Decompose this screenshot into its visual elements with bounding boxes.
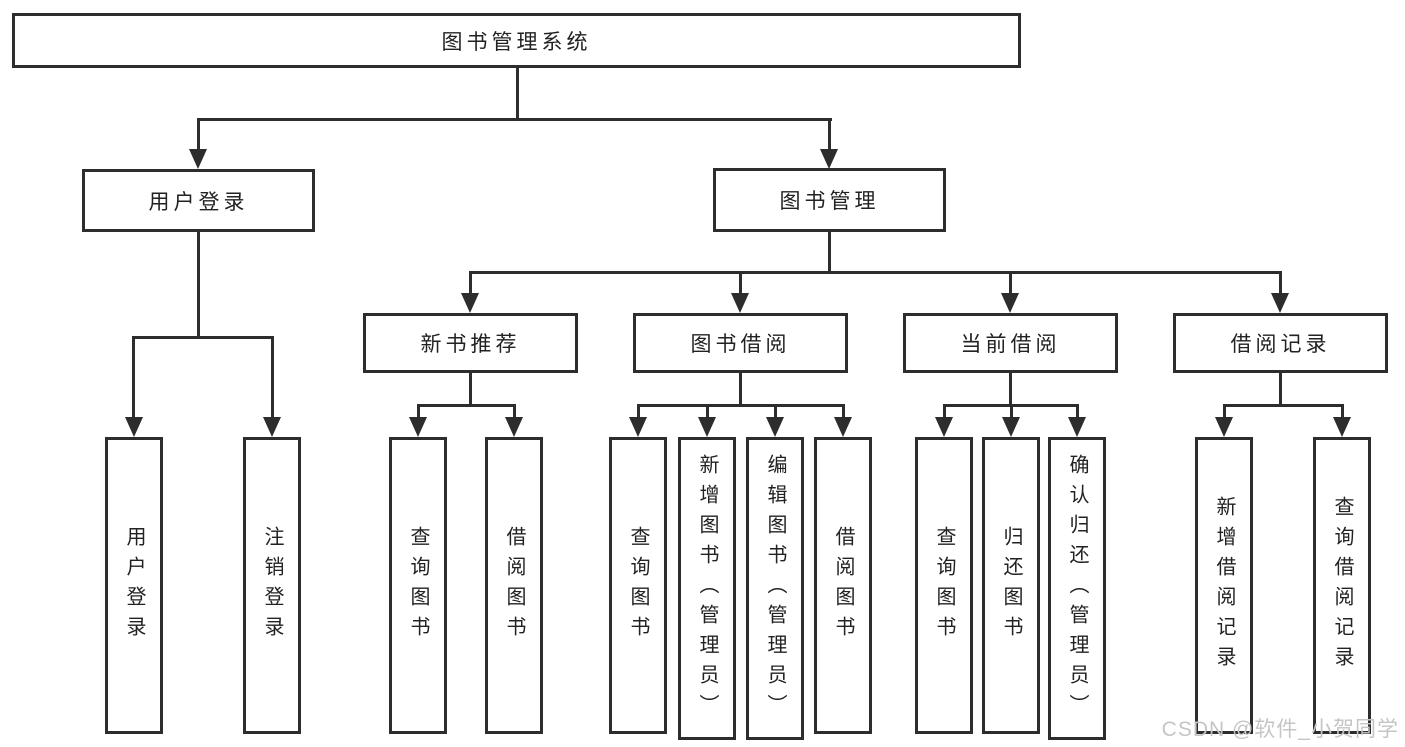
arrow-down-icon — [189, 149, 207, 169]
arrow-down-icon — [698, 417, 716, 437]
connector-hline — [417, 404, 516, 407]
node-root-system: 图书管理系统 — [12, 13, 1021, 68]
node-book-management: 图书管理 — [713, 168, 946, 232]
leaf-user-login-label: 用户登录 — [123, 525, 145, 646]
connector-vline — [1009, 373, 1012, 407]
arrow-down-icon — [731, 293, 749, 313]
connector-stem — [1223, 404, 1226, 419]
connector-stem — [706, 404, 709, 419]
arrow-down-icon — [1002, 417, 1020, 437]
arrow-down-icon — [834, 417, 852, 437]
arrow-down-icon — [125, 417, 143, 437]
leaf-query-books-3: 查询图书 — [915, 437, 973, 734]
leaf-edit-books-admin: 编辑图书（管理员） — [746, 437, 804, 740]
node-borrow-records-label: 借阅记录 — [1230, 333, 1331, 356]
connector-stem — [842, 404, 845, 419]
arrow-down-icon — [820, 149, 838, 169]
arrow-down-icon — [935, 417, 953, 437]
connector-stem — [1010, 404, 1013, 419]
leaf-confirm-return-admin-label: 确认归还（管理员） — [1066, 453, 1088, 724]
connector-stem — [828, 118, 831, 151]
leaf-return-books-label: 归还图书 — [1000, 525, 1022, 646]
arrow-down-icon — [1215, 417, 1233, 437]
node-book-borrow-label: 图书借阅 — [690, 333, 791, 356]
leaf-borrow-books-2-label: 借阅图书 — [832, 525, 854, 646]
connector-stem — [739, 271, 742, 296]
node-book-borrow: 图书借阅 — [633, 313, 848, 373]
connector-vline — [828, 232, 831, 274]
csdn-watermark: CSDN @软件_小贺同学 — [1161, 718, 1399, 741]
arrow-down-icon — [461, 293, 479, 313]
arrow-down-icon — [1068, 417, 1086, 437]
leaf-logout: 注销登录 — [243, 437, 301, 734]
connector-stem — [943, 404, 946, 419]
leaf-query-books-3-label: 查询图书 — [933, 525, 955, 646]
leaf-borrow-books-2: 借阅图书 — [814, 437, 872, 734]
connector-vline — [197, 232, 200, 338]
node-user-login: 用户登录 — [82, 169, 315, 232]
leaf-logout-label: 注销登录 — [261, 525, 283, 646]
leaf-query-books-1: 查询图书 — [389, 437, 447, 734]
connector-stem — [197, 118, 200, 151]
connector-stem — [469, 271, 472, 296]
arrow-down-icon — [1001, 293, 1019, 313]
leaf-add-books-admin: 新增图书（管理员） — [678, 437, 736, 740]
leaf-query-books-2: 查询图书 — [609, 437, 667, 734]
leaf-add-books-admin-label: 新增图书（管理员） — [696, 453, 718, 724]
node-current-borrow: 当前借阅 — [903, 313, 1118, 373]
node-borrow-records: 借阅记录 — [1173, 313, 1388, 373]
arrow-down-icon — [1333, 417, 1351, 437]
leaf-borrow-books-1-label: 借阅图书 — [503, 525, 525, 646]
node-current-borrow-label: 当前借阅 — [960, 333, 1061, 356]
connector-stem — [1076, 404, 1079, 419]
leaf-confirm-return-admin: 确认归还（管理员） — [1048, 437, 1106, 740]
connector-vline — [739, 373, 742, 407]
connector-stem — [1009, 271, 1012, 296]
node-new-book-recommend: 新书推荐 — [363, 313, 578, 373]
leaf-add-borrow-record: 新增借阅记录 — [1195, 437, 1253, 734]
leaf-edit-books-admin-label: 编辑图书（管理员） — [764, 453, 786, 724]
node-root-label: 图书管理系统 — [441, 30, 592, 54]
connector-hline — [637, 404, 845, 407]
leaf-query-books-2-label: 查询图书 — [627, 525, 649, 646]
arrow-down-icon — [409, 417, 427, 437]
arrow-down-icon — [263, 417, 281, 437]
connector-stem — [1279, 271, 1282, 296]
arrow-down-icon — [1271, 293, 1289, 313]
connector-stem — [637, 404, 640, 419]
arrow-down-icon — [766, 417, 784, 437]
arrow-down-icon — [629, 417, 647, 437]
connector-stem — [513, 404, 516, 419]
connector-stem — [774, 404, 777, 419]
connector-vline — [469, 373, 472, 407]
node-user-login-label: 用户登录 — [148, 190, 249, 214]
leaf-query-books-1-label: 查询图书 — [407, 525, 429, 646]
connector-hline — [198, 118, 832, 121]
leaf-query-borrow-record-label: 查询借阅记录 — [1331, 495, 1353, 676]
node-book-management-label: 图书管理 — [779, 190, 880, 213]
connector-vline — [516, 67, 519, 120]
leaf-add-borrow-record-label: 新增借阅记录 — [1213, 495, 1235, 676]
connector-stem — [271, 336, 274, 419]
arrow-down-icon — [505, 417, 523, 437]
connector-stem — [132, 336, 135, 419]
leaf-borrow-books-1: 借阅图书 — [485, 437, 543, 734]
node-new-book-recommend-label: 新书推荐 — [420, 333, 521, 356]
connector-stem — [417, 404, 420, 419]
leaf-user-login: 用户登录 — [105, 437, 163, 734]
connector-hline — [469, 271, 1282, 274]
leaf-return-books: 归还图书 — [982, 437, 1040, 734]
connector-hline — [133, 336, 274, 339]
connector-stem — [1341, 404, 1344, 419]
leaf-query-borrow-record: 查询借阅记录 — [1313, 437, 1371, 734]
connector-hline — [1223, 404, 1344, 407]
connector-vline — [1279, 373, 1282, 407]
